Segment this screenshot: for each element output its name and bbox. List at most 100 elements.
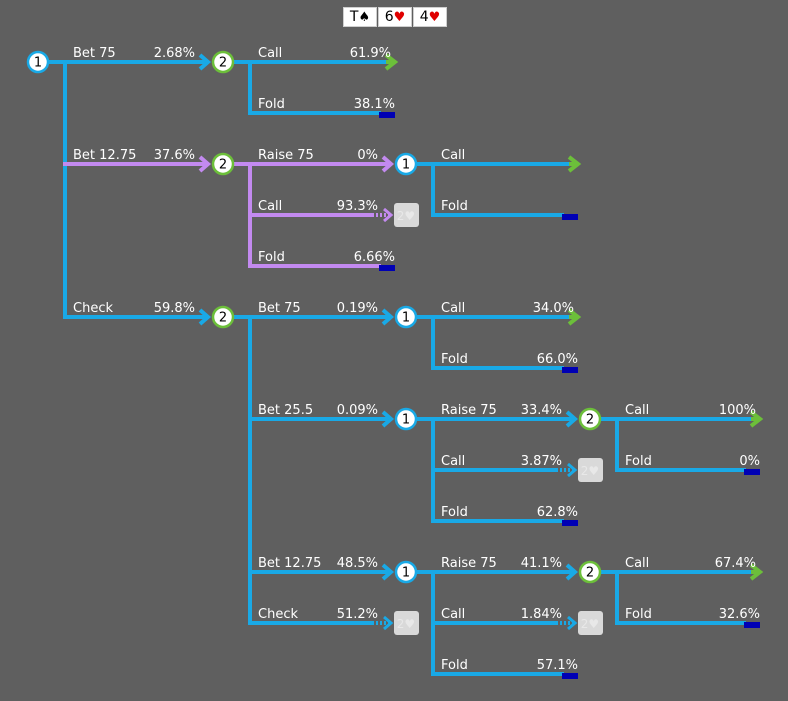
edge-percentage: 32.6% [719, 607, 760, 622]
decision-node-player-2[interactable]: 2 [211, 305, 235, 329]
decision-node-player-1[interactable]: 1 [394, 305, 418, 329]
decision-node-player-1[interactable]: 1 [394, 152, 418, 176]
node-player-label: 1 [34, 56, 42, 71]
arrow-icon [383, 207, 394, 223]
edge-percentage: 59.8% [154, 301, 195, 316]
edge-label: Call [441, 148, 465, 163]
edge-label: Fold [625, 454, 652, 469]
fold-bar-icon [562, 520, 578, 526]
edge-label: Fold [625, 607, 652, 622]
edge-percentage: 67.4% [715, 556, 756, 571]
edge-label: Bet 12.75 [258, 556, 321, 571]
edge-label: Call [625, 403, 649, 418]
edge-percentage: 48.5% [337, 556, 378, 571]
edge-percentage: 62.8% [537, 505, 578, 520]
node-circle [394, 152, 418, 176]
edge-percentage: 0% [739, 454, 760, 469]
fold-bar-icon [744, 622, 760, 628]
decision-node-player-2[interactable]: 2 [578, 560, 602, 584]
edge-fold[interactable]: Fold 38.1% [248, 97, 395, 118]
decision-node-player-2[interactable]: 2 [211, 152, 235, 176]
edge-label: Bet 25.5 [258, 403, 313, 418]
edge-percentage: 2.68% [154, 46, 195, 61]
fold-bar-icon [562, 673, 578, 679]
edge-percentage: 38.1% [354, 97, 395, 112]
edge-label: Fold [441, 505, 468, 520]
edge-percentage: 33.4% [521, 403, 562, 418]
edge-raise-75[interactable]: Raise 75 33.4% [417, 403, 579, 428]
edge-percentage: 61.9% [350, 46, 391, 61]
next-card-background [394, 203, 419, 227]
edge-label: Raise 75 [441, 403, 497, 418]
node-circle [578, 560, 602, 584]
edge-percentage: 51.2% [337, 607, 378, 622]
edge-fold[interactable]: Fold [431, 199, 578, 220]
decision-node-player-1[interactable]: 1 [394, 407, 418, 431]
edge-label: Fold [441, 352, 468, 367]
edge-label: Call [441, 607, 465, 622]
node-circle [394, 305, 418, 329]
arrow-icon [383, 615, 394, 631]
decision-node-player-1[interactable]: 1 [394, 560, 418, 584]
edge-label: Raise 75 [441, 556, 497, 571]
node-player-label: 2 [219, 311, 227, 326]
next-card-label: 2♥ [397, 209, 415, 223]
arrow-icon [381, 563, 395, 581]
edge-label: Check [258, 607, 298, 622]
edge-label: Fold [441, 658, 468, 673]
edge-percentage: 0.19% [337, 301, 378, 316]
edge-fold[interactable]: Fold 62.8% [431, 505, 578, 526]
decision-node-player-1[interactable]: 1 [26, 50, 50, 74]
next-card-box[interactable]: 2♥ [394, 203, 419, 227]
node-player-label: 2 [219, 56, 227, 71]
next-card-background [578, 611, 603, 635]
board-card-1: T♠ [343, 7, 377, 27]
decision-node-player-2[interactable]: 2 [211, 50, 235, 74]
arrow-icon [198, 53, 212, 71]
edge-label: Bet 75 [258, 301, 301, 316]
node-circle [578, 407, 602, 431]
edge-fold[interactable]: Fold 32.6% [615, 607, 760, 628]
edge-percentage: 37.6% [154, 148, 195, 163]
fold-bar-icon [744, 469, 760, 475]
edge-label: Bet 12.75 [73, 148, 136, 163]
board-card-3: 4♥ [413, 7, 447, 27]
edge-bet-12-75[interactable]: Bet 12.75 48.5% [248, 556, 395, 581]
continue-arrow-icon [567, 155, 582, 173]
edge-bet-75[interactable]: Bet 75 0.19% [234, 301, 395, 326]
node-player-label: 2 [586, 413, 594, 428]
next-card-box[interactable]: 2♥ [578, 611, 603, 635]
edge-label: Call [258, 199, 282, 214]
edge-label: Fold [258, 97, 285, 112]
fold-bar-icon [379, 265, 395, 271]
arrow-icon [381, 308, 395, 326]
arrow-icon [198, 155, 212, 173]
node-player-label: 1 [402, 158, 410, 173]
next-card-box[interactable]: 2♥ [394, 611, 419, 635]
edge-call[interactable]: Call [417, 148, 582, 173]
next-card-box[interactable]: 2♥ [578, 458, 603, 482]
edge-check[interactable]: Check 51.2% [248, 607, 394, 631]
decision-node-player-2[interactable]: 2 [578, 407, 602, 431]
edge-bet-12-75[interactable]: Bet 12.75 37.6% [63, 148, 212, 173]
edge-fold[interactable]: Fold 0% [615, 454, 760, 475]
continue-arrow-icon [749, 563, 764, 581]
next-card-background [578, 458, 603, 482]
